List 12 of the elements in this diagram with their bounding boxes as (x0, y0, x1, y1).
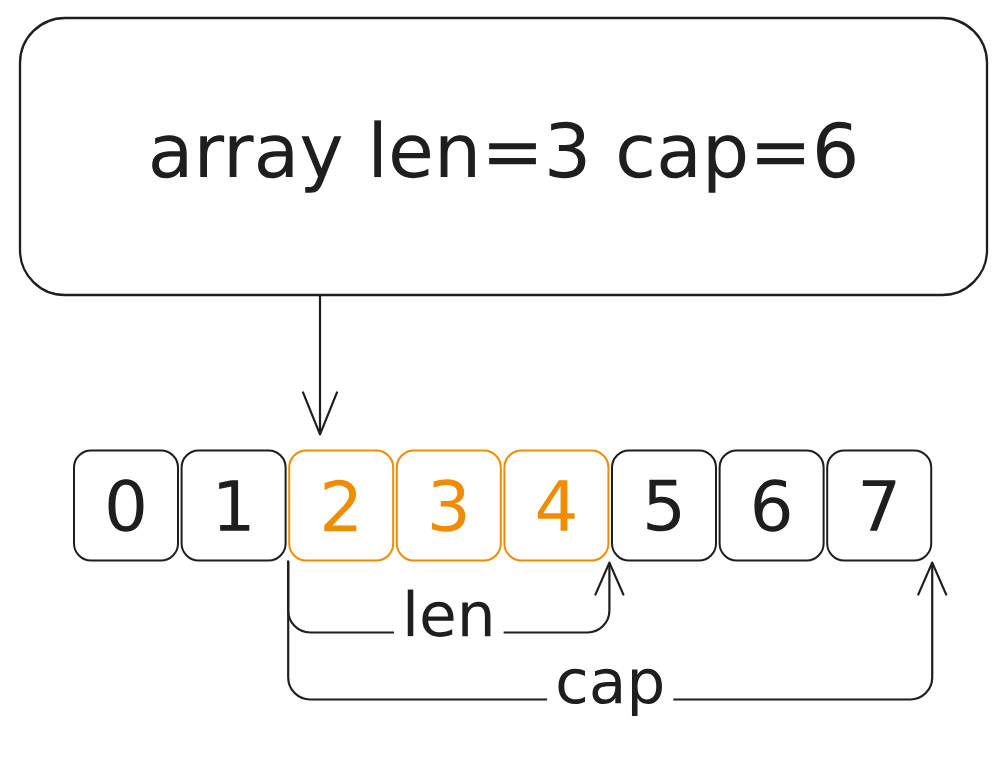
array-cell: 3 (395, 449, 502, 562)
array-cell: 6 (718, 449, 825, 562)
array-cell: 0 (73, 449, 179, 562)
array-cell: 7 (826, 449, 933, 562)
array-cell: 4 (503, 449, 610, 562)
array-cell: 5 (611, 449, 717, 562)
edge-label: cap (547, 666, 674, 719)
array-cell: 2 (288, 449, 395, 562)
edge-label: len (394, 586, 504, 640)
arrow (301, 295, 339, 436)
text-box: array len=3 cap=6 (18, 16, 989, 297)
array-cell: 1 (180, 449, 287, 562)
